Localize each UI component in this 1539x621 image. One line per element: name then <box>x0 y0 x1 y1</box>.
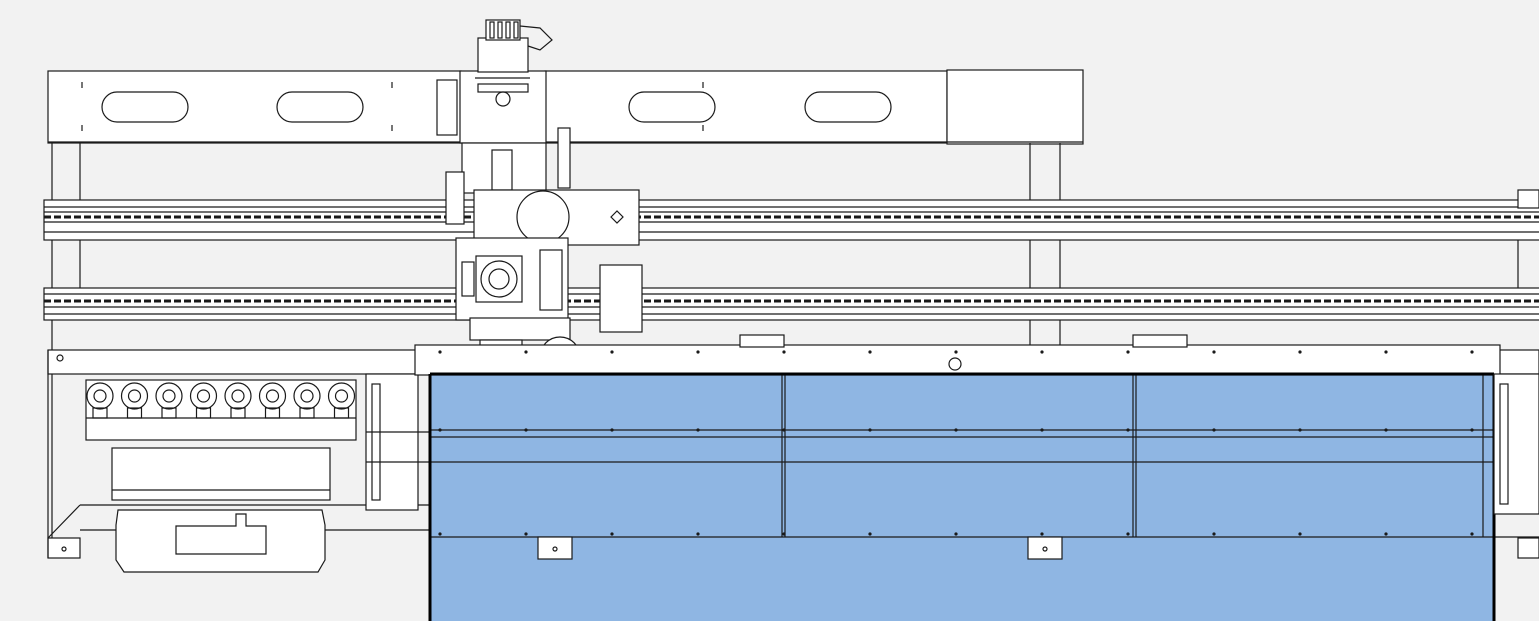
fastener-dot <box>1470 428 1474 432</box>
fastener-dot <box>1126 350 1130 354</box>
fastener-dot <box>1384 532 1388 536</box>
fastener-dot <box>1470 532 1474 536</box>
work-table-highlight <box>430 374 1494 621</box>
tool-holder <box>86 382 114 419</box>
fastener-dot <box>1126 532 1130 536</box>
fastener-dot <box>524 350 528 354</box>
tool-holders <box>86 382 356 419</box>
work-table <box>366 334 1539 621</box>
fastener-dot <box>1212 532 1216 536</box>
fastener-dot <box>954 428 958 432</box>
fastener-dot <box>610 350 614 354</box>
fastener-dot <box>696 532 700 536</box>
fastener-dot <box>438 350 442 354</box>
fastener-dot <box>1384 428 1388 432</box>
fastener-dot <box>1212 350 1216 354</box>
cabinet-handle-panel <box>115 509 326 573</box>
fastener-dot <box>524 532 528 536</box>
tool-holder <box>224 382 252 419</box>
fastener-dot <box>1040 532 1044 536</box>
fastener-dot <box>696 428 700 432</box>
tool-holder <box>293 382 321 419</box>
fastener-dot <box>868 532 872 536</box>
fastener-dot <box>1040 350 1044 354</box>
fastener-dot <box>1040 428 1044 432</box>
fastener-dot <box>954 350 958 354</box>
fastener-dot <box>610 532 614 536</box>
fastener-dot <box>524 428 528 432</box>
tool-holder <box>120 382 149 419</box>
fastener-dot <box>1298 428 1302 432</box>
fastener-dot <box>782 350 786 354</box>
tool-magazine <box>85 373 419 511</box>
fastener-dot <box>1212 428 1216 432</box>
fastener-dot <box>782 532 786 536</box>
fastener-dot <box>1298 532 1302 536</box>
fastener-dot <box>1470 350 1474 354</box>
table-fastener-dots <box>438 350 1474 536</box>
fastener-dot <box>954 532 958 536</box>
fastener-dot <box>1126 428 1130 432</box>
fastener-dot <box>868 350 872 354</box>
fastener-dot <box>610 428 614 432</box>
tool-holder <box>155 382 183 419</box>
fastener-dot <box>868 428 872 432</box>
fastener-dot <box>438 428 442 432</box>
tool-holder <box>327 382 356 419</box>
fastener-dot <box>438 532 442 536</box>
upper-guide-rail <box>43 189 1539 241</box>
spindle-motor <box>459 19 553 144</box>
fastener-dot <box>1384 350 1388 354</box>
fastener-dot <box>782 428 786 432</box>
tool-holder <box>258 382 287 419</box>
tool-holder <box>189 382 218 419</box>
fastener-dot <box>696 350 700 354</box>
lower-guide-rail <box>43 287 1539 321</box>
fastener-dot <box>1298 350 1302 354</box>
